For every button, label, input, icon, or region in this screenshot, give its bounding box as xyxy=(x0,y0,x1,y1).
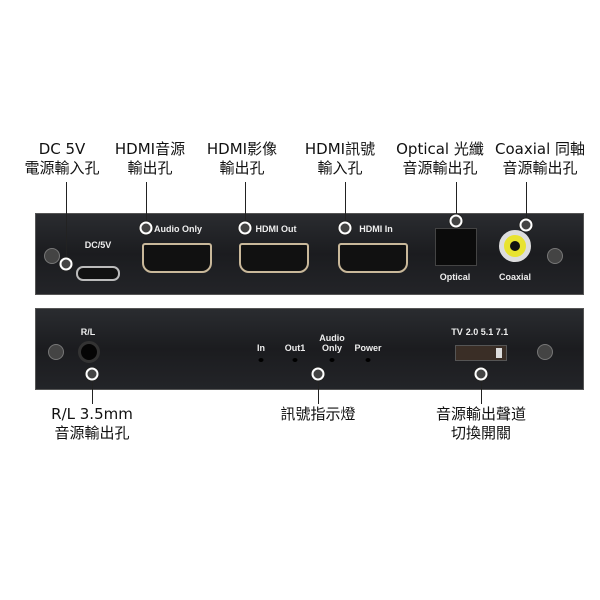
coaxial-port xyxy=(499,230,531,262)
usb-c-port xyxy=(76,266,120,281)
led-out1 xyxy=(292,358,298,362)
led-power xyxy=(365,358,371,362)
callout-line xyxy=(146,182,147,228)
callout-coaxial: Coaxial 同軸音源輸出孔 xyxy=(495,140,585,178)
hdmi-in-port xyxy=(338,243,408,273)
dc-port-label: DC/5V xyxy=(84,240,112,250)
callout-line2: 切換開關 xyxy=(450,424,512,442)
callout-dot xyxy=(474,367,488,381)
hdmi-in-label: HDMI In xyxy=(359,224,393,234)
callout-dot xyxy=(139,221,153,235)
callout-dot xyxy=(519,218,533,232)
callout-line2: 電源輸入孔 xyxy=(24,159,100,177)
screw-icon xyxy=(537,344,553,360)
callout-dot xyxy=(59,257,73,271)
led-in xyxy=(258,358,264,362)
callout-line xyxy=(66,182,67,264)
callout-line2: 音源輸出孔 xyxy=(54,424,130,442)
switch-pos-2-0: 2.0 xyxy=(465,327,479,337)
callout-line xyxy=(245,182,246,228)
callout-line xyxy=(318,374,319,404)
callout-line1: DC 5V xyxy=(38,140,86,158)
callout-line xyxy=(481,374,482,404)
switch-pos-7-1: 7.1 xyxy=(495,327,509,337)
screw-icon xyxy=(547,248,563,264)
led-label-power: Power xyxy=(354,343,382,353)
callout-dot xyxy=(238,221,252,235)
callout-line xyxy=(456,182,457,221)
callout-dot xyxy=(85,367,99,381)
callout-dot xyxy=(338,221,352,235)
hdmi-out-label: HDMI Out xyxy=(255,224,297,234)
callout-line2: 音源輸出孔 xyxy=(502,159,578,177)
channel-switch[interactable] xyxy=(455,345,507,361)
led-label-in: In xyxy=(257,343,265,353)
callout-line1: R/L 3.5mm xyxy=(51,405,133,423)
callout-hdmi-out: HDMI影像輸出孔 xyxy=(207,140,277,178)
callout-line1: Optical 光纖 xyxy=(396,140,484,158)
callout-line1: HDMI影像 xyxy=(206,140,278,158)
callout-line1: Coaxial 同軸 xyxy=(494,140,586,158)
callout-line2: 輸出孔 xyxy=(127,159,173,177)
led-audio-only xyxy=(329,358,335,362)
switch-pos-5-1: 5.1 xyxy=(480,327,494,337)
hdmi-out-port xyxy=(239,243,309,273)
callout-line xyxy=(526,182,527,225)
hdmi-audio-port xyxy=(142,243,212,273)
switch-pos-tv: TV xyxy=(451,327,463,337)
led-label-out1: Out1 xyxy=(284,343,306,353)
callout-line1: HDMI訊號 xyxy=(304,140,376,158)
coaxial-label: Coaxial xyxy=(498,272,532,282)
screw-icon xyxy=(44,248,60,264)
callout-hdmi-in: HDMI訊號輸入孔 xyxy=(305,140,375,178)
optical-label: Optical xyxy=(439,272,471,282)
callout-hdmi-audio: HDMI音源輸出孔 xyxy=(115,140,185,178)
rl-label: R/L xyxy=(80,327,96,337)
audio-only-label: Audio Only xyxy=(154,224,202,234)
callout-line1: HDMI音源 xyxy=(114,140,186,158)
callout-line1: 訊號指示燈 xyxy=(280,405,356,423)
callout-line2: 輸出孔 xyxy=(219,159,265,177)
callout-line2: 音源輸出孔 xyxy=(402,159,478,177)
callout-line2: 輸入孔 xyxy=(317,159,363,177)
callout-line xyxy=(345,182,346,228)
callout-line xyxy=(92,374,93,404)
callout-leds: 訊號指示燈 xyxy=(280,405,355,424)
optical-port xyxy=(435,228,477,266)
callout-optical: Optical 光纖音源輸出孔 xyxy=(396,140,484,178)
callout-line1: 音源輸出聲道 xyxy=(435,405,527,423)
audio-jack xyxy=(78,341,100,363)
callout-dot xyxy=(311,367,325,381)
screw-icon xyxy=(48,344,64,360)
led-label-audio-only: Audio Only xyxy=(319,333,345,353)
callout-switch: 音源輸出聲道切換開關 xyxy=(436,405,526,443)
front-panel xyxy=(35,213,584,295)
callout-dot xyxy=(449,214,463,228)
